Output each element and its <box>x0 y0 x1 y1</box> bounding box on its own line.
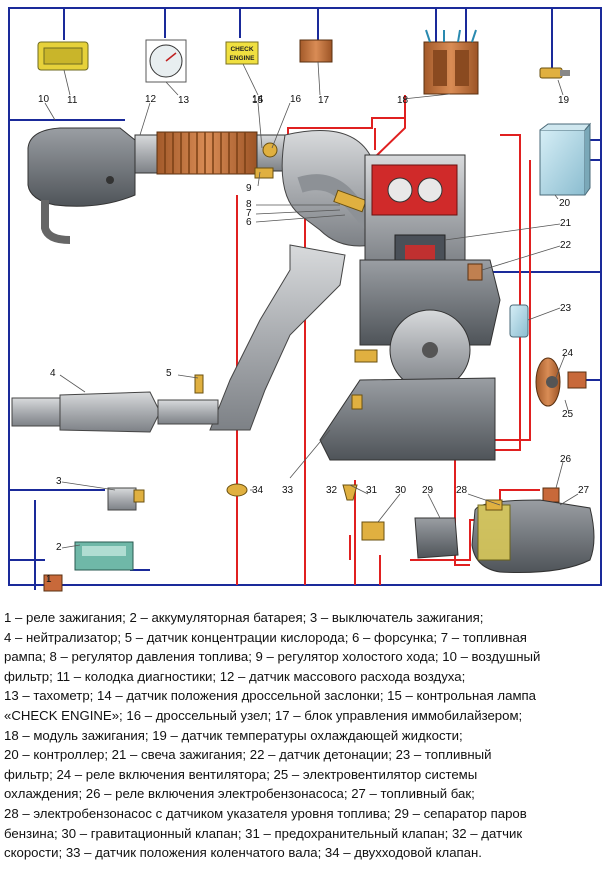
legend-line: 28 – электробензонасос с датчиком указат… <box>4 805 527 821</box>
cooling-fan <box>535 357 561 407</box>
pump-relay <box>542 487 560 503</box>
legend-line: 18 – модуль зажигания; 19 – датчик темпе… <box>4 727 463 743</box>
tachometer <box>145 39 187 83</box>
callout-33: 33 <box>282 485 294 496</box>
callout-15: 15 <box>252 95 264 106</box>
fan-relay <box>567 371 587 389</box>
engine-management-diagram: CHECK ENGINE <box>8 7 602 592</box>
callout-8: 8 <box>246 199 252 210</box>
callout-9: 9 <box>246 183 252 194</box>
callout-24: 24 <box>562 348 574 359</box>
legend-line: охлаждения; 26 – реле включения электроб… <box>4 786 475 802</box>
callout-23: 23 <box>560 303 572 314</box>
maf-sensor-and-hose <box>134 131 258 175</box>
callout-16: 16 <box>290 94 302 105</box>
fuel-filter <box>509 304 529 338</box>
callout-30: 30 <box>395 485 407 496</box>
callout-28: 28 <box>456 485 468 496</box>
callout-27: 27 <box>578 485 590 496</box>
ignition-module <box>423 29 479 95</box>
callout-26: 26 <box>560 454 572 465</box>
callout-18: 18 <box>397 95 409 106</box>
callout-21: 21 <box>560 218 572 229</box>
coolant-temp-sensor <box>539 67 570 79</box>
ignition-relay <box>43 574 63 592</box>
callout-2: 2 <box>56 542 62 553</box>
callout-3: 3 <box>56 476 62 487</box>
callout-12: 12 <box>145 94 157 105</box>
legend-line: 4 – нейтрализатор; 5 – датчик концентрац… <box>4 629 527 645</box>
ignition-switch <box>107 487 145 511</box>
legend-line: 20 – контроллер; 21 – свеча зажигания; 2… <box>4 747 492 763</box>
legend-line: фильтр; 24 – реле включения вентилятора;… <box>4 766 478 782</box>
two-way-valve <box>226 483 248 497</box>
knock-sensor <box>467 263 483 281</box>
immobilizer-unit <box>299 39 333 63</box>
controller-ecu <box>539 122 592 196</box>
legend-line: 13 – тахометр; 14 – датчик положения дро… <box>4 688 537 704</box>
legend-line: рампа; 8 – регулятор давления топлива; 9… <box>4 649 541 665</box>
exhaust-pipe <box>11 244 346 433</box>
fuel-tank <box>471 499 595 573</box>
callout-22: 22 <box>560 240 572 251</box>
diagnostic-connector <box>37 41 89 71</box>
throttle-body <box>254 134 286 179</box>
legend: 1 – реле зажигания; 2 – аккумуляторная б… <box>4 608 604 863</box>
check-engine-lamp: CHECK ENGINE <box>225 41 259 65</box>
callout-10: 10 <box>38 94 50 105</box>
callout-13: 13 <box>178 95 190 106</box>
callout-4: 4 <box>50 368 56 379</box>
callout-29: 29 <box>422 485 434 496</box>
vapor-separator <box>414 517 459 559</box>
callout-6: 6 <box>246 217 252 228</box>
callout-31: 31 <box>366 485 378 496</box>
callout-numbers: 1 2 3 4 5 6 7 8 9 10 11 12 13 14 15 16 1… <box>38 94 590 585</box>
legend-line: скорости; 33 – датчик положения коленчат… <box>4 845 482 861</box>
callout-25: 25 <box>562 409 574 420</box>
callout-leaders <box>44 61 579 582</box>
gravity-valve <box>361 521 385 541</box>
check-engine-text-2: ENGINE <box>230 55 256 62</box>
safety-valve <box>342 484 358 501</box>
check-engine-text: CHECK <box>230 46 253 53</box>
callout-14: 14 <box>252 94 264 105</box>
callout-32: 32 <box>326 485 338 496</box>
intake-manifold <box>281 130 422 253</box>
callout-17: 17 <box>318 95 330 106</box>
legend-line: бензина; 30 – гравитационный клапан; 31 … <box>4 825 523 841</box>
callout-1: 1 <box>46 574 52 585</box>
legend-line: «CHECK ENGINE»; 16 – дроссельный узел; 1… <box>4 707 523 723</box>
engine-block <box>319 154 501 461</box>
air-filter <box>27 127 136 244</box>
callout-5: 5 <box>166 368 172 379</box>
legend-line: 1 – реле зажигания; 2 – аккумуляторная б… <box>4 610 484 625</box>
callout-34: 34 <box>252 485 264 496</box>
battery <box>74 541 134 571</box>
callout-11: 11 <box>67 95 78 106</box>
callout-7: 7 <box>246 208 252 219</box>
callout-20: 20 <box>559 198 571 209</box>
callout-19: 19 <box>558 95 570 106</box>
legend-line: фильтр; 11 – колодка диагностики; 12 – д… <box>4 668 466 684</box>
